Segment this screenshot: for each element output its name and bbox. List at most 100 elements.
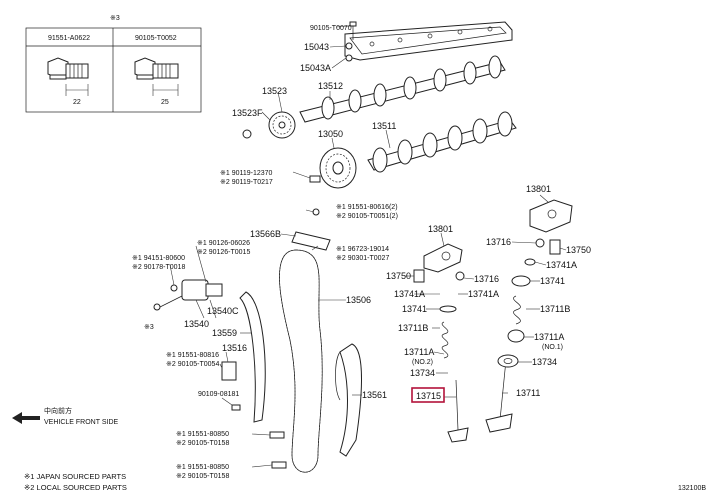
label-13540c: 13540C (207, 306, 239, 316)
vehicle-front-indicator: 中向前方 VEHICLE FRONT SIDE (12, 406, 118, 426)
label-13715[interactable]: 13715 (416, 391, 441, 401)
note-top-1: ※1 91551-80616(2) (336, 204, 398, 211)
drawing-id: 132100B (678, 485, 706, 492)
note-cam-1: ※1 90119-12370 (220, 170, 273, 177)
inset-dim-1: 22 (73, 99, 81, 106)
label-13512: 13512 (318, 81, 343, 91)
valve-lash-13716-right (535, 238, 545, 248)
label-13741a-center-left: 13741A (394, 289, 425, 299)
bolt-low-2-icon (271, 461, 287, 469)
rocker-arm-13801-center (423, 243, 463, 273)
note-low2-2: ※2 90105-T0158 (176, 473, 229, 480)
arrow-left-icon (12, 412, 40, 424)
label-13741a-right: 13741A (546, 260, 577, 270)
valve-adjuster-13750-center (413, 269, 425, 283)
rocker-arm-13801-right (529, 199, 573, 233)
valve-adjuster-13750-right (549, 239, 561, 255)
label-13561: 13561 (362, 390, 387, 400)
label-13716-center: 13716 (474, 274, 499, 284)
inset-header-1: 91551-A0622 (48, 35, 90, 42)
note-90126-1: ※1 90126-06026 (197, 240, 250, 247)
timing-chain-13506 (279, 249, 323, 473)
label-13741a-center-right: 13741A (468, 289, 499, 299)
valve-13711 (485, 359, 513, 433)
label-13711b-center: 13711B (398, 323, 428, 333)
label-13050: 13050 (318, 129, 343, 139)
label-13750-center: 13750 (386, 271, 411, 281)
leader-lines (169, 25, 567, 468)
label-90109-08181: 90109-08181 (198, 391, 239, 398)
label-13711a-right: 13711A (534, 332, 564, 342)
note-low2-1: ※1 91551-80850 (176, 464, 229, 471)
label-mark3: ※3 (144, 324, 154, 331)
footnotes: ※1 JAPAN SOURCED PARTS ※2 LOCAL SOURCED … (24, 472, 127, 492)
seat-13711a-right (507, 329, 525, 343)
label-13711a-right-sub: (NO.1) (542, 344, 563, 351)
flange-bolt-25-icon (134, 57, 179, 96)
note-low1-1: ※1 91551-80850 (176, 431, 229, 438)
inset-mark: ※3 (110, 15, 120, 22)
bolt-cam-icon (309, 175, 321, 183)
label-13711a-center-sub: (NO.2) (412, 359, 433, 366)
camshaft-13512 (299, 55, 506, 123)
label-13734-center: 13734 (410, 368, 435, 378)
cam-sprocket-13523 (268, 111, 296, 139)
label-13559: 13559 (212, 328, 237, 338)
inset-dim-2: 25 (161, 99, 169, 106)
note-cam-2: ※2 90119-T0217 (220, 179, 273, 186)
highlight-box-13715 (411, 387, 445, 403)
label-13711b-right: 13711B (540, 304, 570, 314)
label-15043: 15043 (304, 42, 329, 52)
label-90105-t0070: 90105-T0070 (310, 25, 352, 32)
note-mid-1: ※1 91551-80816 (166, 352, 219, 359)
bolt-low-1-icon (269, 431, 285, 439)
label-13734-right: 13734 (532, 357, 557, 367)
label-13516: 13516 (222, 343, 247, 353)
label-13506: 13506 (346, 295, 371, 305)
label-13716-right: 13716 (486, 237, 511, 247)
camshaft-13511 (367, 111, 517, 173)
label-13750-right: 13750 (566, 245, 591, 255)
valve-spring-13711b-center (441, 321, 449, 359)
label-13801-right: 13801 (526, 184, 551, 194)
note-94151-2: ※2 90178-T0018 (132, 264, 185, 271)
label-13523f: 13523F (232, 108, 263, 118)
retainer-13741-center (439, 305, 457, 313)
valve-spring-13711b-right (513, 295, 521, 325)
bolt-15043-icon (345, 21, 357, 62)
label-13711: 13711 (516, 388, 540, 398)
label-13711a-center: 13711A (404, 347, 434, 357)
chain-tensioner-13540 (153, 279, 223, 311)
note-mid-2: ※2 90105-T0054 (166, 361, 219, 368)
footnote-2: ※2 LOCAL SOURCED PARTS (24, 483, 127, 492)
flange-bolt-22-icon (47, 57, 89, 96)
label-13801-center: 13801 (428, 224, 453, 234)
note-96723-1: ※1 96723-19014 (336, 246, 389, 253)
chain-tensioner-arm-13559 (239, 291, 266, 423)
direction-en: VEHICLE FRONT SIDE (44, 419, 118, 426)
bolt-13523f-icon (242, 129, 252, 139)
retainer-13741-right (511, 275, 531, 287)
part-labels: 90105-T0070 15043 15043A 13523 13512 135… (132, 25, 591, 480)
note-top-2: ※2 90105-T0051(2) (336, 213, 398, 220)
seal-13734-right (497, 354, 519, 368)
chain-guide-bracket-13566b (291, 208, 331, 251)
label-13540: 13540 (184, 319, 209, 329)
chain-guide-13561 (335, 343, 362, 457)
shim-13741a-right (524, 258, 536, 266)
inset-box: ※3 91551-A0622 90105-T0052 22 (25, 15, 202, 113)
footnote-1: ※1 JAPAN SOURCED PARTS (24, 472, 126, 481)
note-90126-2: ※2 90126-T0015 (197, 249, 250, 256)
timing-gear-13050 (319, 147, 357, 189)
plunger-13516 (221, 361, 237, 381)
note-low1-2: ※2 90105-T0158 (176, 440, 229, 447)
direction-cn: 中向前方 (44, 406, 72, 415)
inset-header-2: 90105-T0052 (135, 35, 177, 42)
label-15043a: 15043A (300, 63, 331, 73)
note-94151-1: ※1 94151-80600 (132, 255, 185, 262)
label-13523: 13523 (262, 86, 287, 96)
valve-13715 (447, 379, 469, 443)
label-13741-right: 13741 (540, 276, 565, 286)
label-13511: 13511 (372, 121, 396, 131)
